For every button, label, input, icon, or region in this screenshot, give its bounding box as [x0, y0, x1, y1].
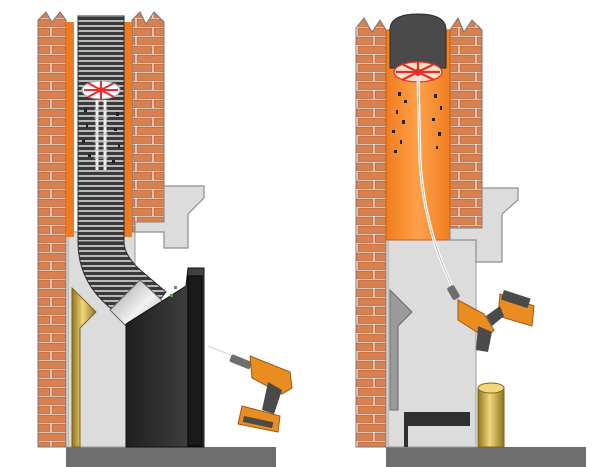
left-gold-baffle — [71, 286, 97, 448]
left-flue-lining-left — [66, 22, 74, 237]
left-flue-lining-right — [124, 22, 132, 237]
left-panel — [37, 11, 293, 467]
right-fire-basket-leg — [404, 426, 408, 447]
right-soot-particles — [392, 92, 442, 153]
left-soot-particles — [82, 108, 120, 163]
left-brick-wall-right — [131, 11, 165, 233]
right-throat-baffle — [389, 288, 413, 411]
left-register-plate — [134, 185, 205, 249]
right-sweep-rod-edge — [417, 75, 455, 291]
right-gold-pipe — [477, 382, 505, 448]
cordless-drill-icon — [447, 285, 535, 352]
flexible-liner — [77, 15, 125, 243]
right-fire-basket — [404, 412, 470, 426]
right-register-plate — [449, 187, 519, 263]
left-stove-hinges — [170, 286, 177, 297]
left-stove — [125, 267, 205, 448]
rotary-brush-icon — [81, 80, 121, 100]
brush-rod-coils — [94, 109, 108, 167]
right-hearth — [386, 447, 586, 467]
left-hearth — [66, 447, 276, 467]
right-brick-wall — [355, 17, 387, 448]
right-panel — [355, 13, 586, 467]
left-stove-door — [187, 275, 203, 447]
right-flue-top — [389, 13, 447, 69]
right-brick-wall-right — [449, 16, 483, 241]
cordless-drill-icon — [207, 345, 293, 433]
left-brick-wall — [37, 11, 67, 448]
